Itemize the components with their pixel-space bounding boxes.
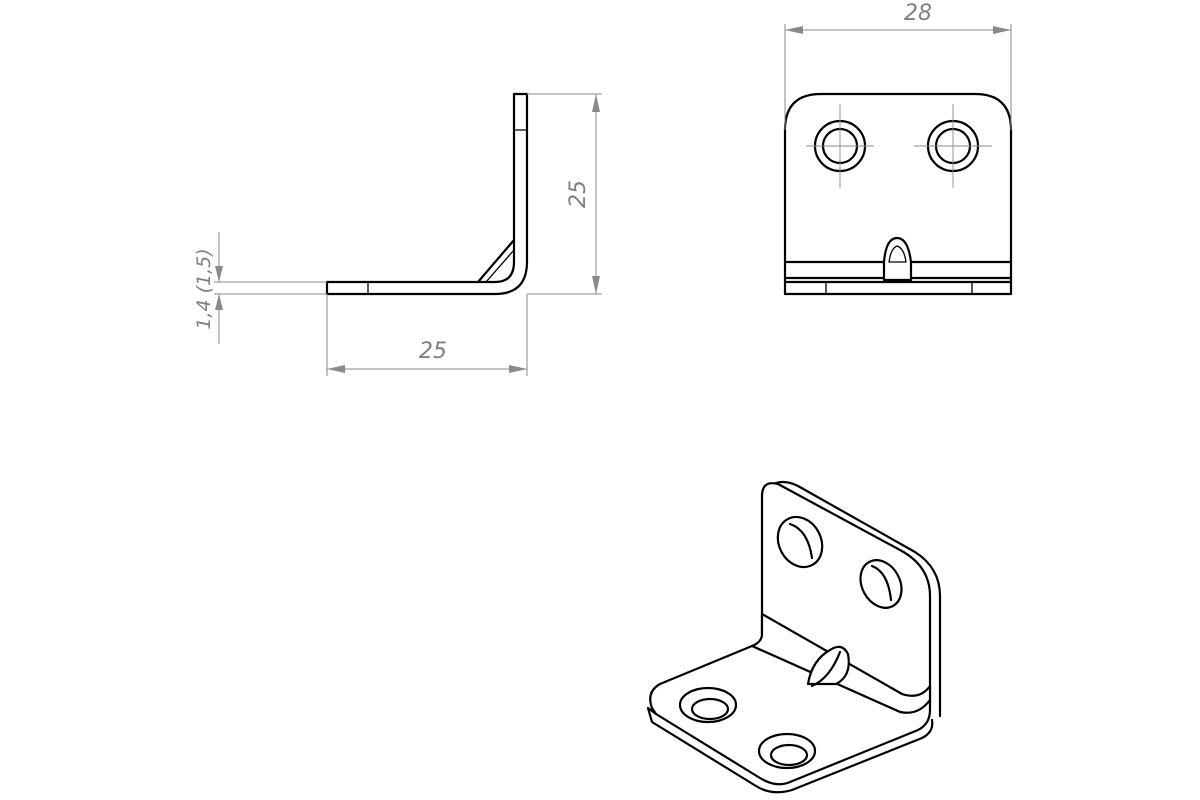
dimension-front-width: 28: [784, 1, 1012, 130]
side-view-rib: [476, 238, 516, 284]
side-view-rib-inner: [485, 249, 515, 283]
front-view-rib: [882, 236, 913, 282]
iso-horizontal-plate: [649, 644, 932, 786]
dimension-side-height: 25: [527, 93, 602, 295]
dimension-side-height-label: 25: [566, 180, 591, 208]
dimension-front-width-label: 28: [904, 1, 932, 26]
isometric-view: [646, 480, 942, 794]
front-view-hole-left: [806, 104, 874, 188]
iso-hole-upper-right: [859, 559, 903, 609]
front-view-outline: [783, 92, 1013, 296]
iso-hole-lower-left: [678, 686, 738, 724]
iso-edge-joint: [646, 706, 658, 716]
iso-vertical-plate-edge: [768, 480, 942, 718]
dimension-side-width-label: 25: [419, 339, 447, 364]
iso-hole-lower-right: [757, 732, 817, 770]
side-view-profile: [325, 92, 529, 296]
iso-hole-upper-left: [776, 515, 824, 569]
dimension-thickness-label: 1,4 (1,5): [193, 248, 215, 329]
side-view: [325, 92, 529, 296]
front-view-hole-right: [914, 104, 992, 188]
dimension-side-width: 25: [326, 294, 528, 376]
front-view: [783, 92, 1013, 296]
dimension-thickness: 1,4 (1,5): [193, 232, 327, 344]
iso-horizontal-plate-edge: [646, 706, 934, 794]
